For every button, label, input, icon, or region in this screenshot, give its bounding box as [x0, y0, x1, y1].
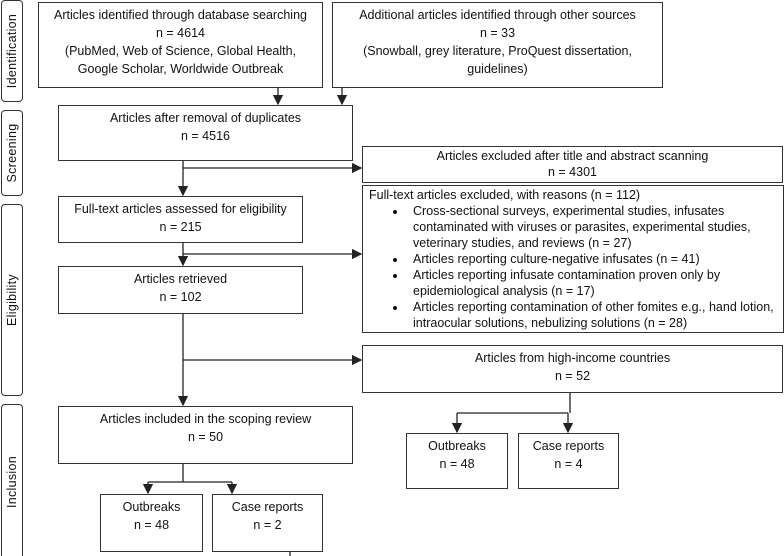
box-count: n = 4301 — [547, 165, 597, 179]
box-high-income: Articles from high-income countries n = … — [362, 345, 783, 393]
phase-identification: Identification — [1, 0, 23, 102]
box-title: Case reports — [532, 439, 605, 453]
box-title: Articles identified through database sea… — [54, 8, 307, 22]
box-title: Articles included in the scoping review — [99, 412, 312, 426]
split-right — [457, 392, 571, 414]
box-case-reports-included: Case reports n = 2 — [212, 494, 323, 552]
box-count: n = 2 — [253, 518, 282, 532]
box-title: Full-text articles assessed for eligibil… — [74, 202, 287, 216]
reason-item: Cross-sectional surveys, experimental st… — [407, 203, 783, 251]
box-outbreaks-included: Outbreaks n = 48 — [100, 494, 203, 552]
box-duplicates-removed: Articles after removal of duplicates n =… — [58, 105, 353, 161]
box-included: Articles included in the scoping review … — [58, 406, 353, 464]
phase-inclusion: Inclusion — [1, 404, 23, 556]
box-title: Case reports — [231, 500, 304, 514]
box-note: (PubMed, Web of Science, Global Health, … — [64, 44, 297, 76]
box-title: Articles after removal of duplicates — [109, 111, 302, 125]
box-count: n = 215 — [159, 220, 202, 234]
box-title: Articles retrieved — [133, 272, 228, 286]
box-other-sources: Additional articles identified through o… — [332, 2, 663, 88]
phase-eligibility: Eligibility — [1, 204, 23, 396]
box-title: Full-text articles excluded, with reason… — [369, 188, 641, 202]
box-count: n = 4516 — [180, 129, 230, 143]
box-count: n = 33 — [479, 26, 516, 40]
box-count: n = 4 — [554, 457, 583, 471]
box-count: n = 48 — [133, 518, 170, 532]
box-case-reports-high-income: Case reports n = 4 — [518, 433, 619, 489]
exclusion-reasons: Cross-sectional surveys, experimental st… — [369, 203, 783, 331]
box-title: Additional articles identified through o… — [359, 8, 636, 22]
box-count: n = 52 — [554, 369, 591, 383]
reason-item: Articles reporting contamination of othe… — [407, 299, 783, 331]
box-database-search: Articles identified through database sea… — [38, 2, 323, 88]
box-title: Outbreaks — [428, 439, 486, 453]
box-fulltext-excluded: Full-text articles excluded, with reason… — [362, 185, 784, 333]
box-title: Articles excluded after title and abstra… — [436, 149, 709, 163]
box-title: Outbreaks — [122, 500, 181, 514]
box-count: n = 4614 — [155, 26, 205, 40]
box-fulltext-assessed: Full-text articles assessed for eligibil… — [58, 196, 303, 243]
reason-item: Articles reporting culture-negative infu… — [407, 251, 783, 267]
split-left — [148, 463, 232, 483]
box-count: n = 102 — [159, 290, 202, 304]
box-retrieved: Articles retrieved n = 102 — [58, 266, 303, 314]
box-excluded-title-abstract: Articles excluded after title and abstra… — [362, 146, 783, 183]
reason-item: Articles reporting infusate contaminatio… — [407, 267, 783, 299]
box-count: n = 50 — [187, 430, 224, 444]
phase-screening: Screening — [1, 110, 23, 196]
box-outbreaks-high-income: Outbreaks n = 48 — [406, 433, 508, 489]
box-note: (Snowball, grey literature, ProQuest dis… — [363, 44, 632, 76]
box-title: Articles from high-income countries — [474, 351, 671, 365]
box-count: n = 48 — [439, 457, 475, 471]
